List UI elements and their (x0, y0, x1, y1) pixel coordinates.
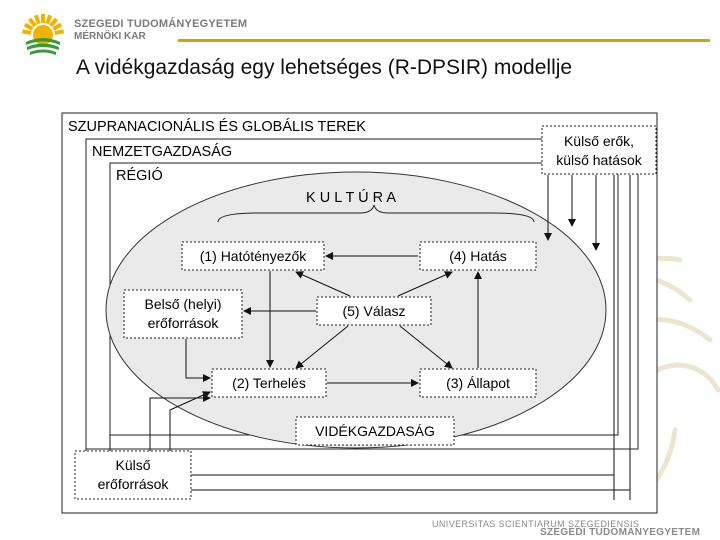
culture-brace (217, 204, 535, 223)
node-response-label: (5) Válasz (342, 303, 405, 319)
arrow-response-to-state (399, 325, 453, 369)
slide-header: SZEGEDI TUDOMÁNYEGYETEM MÉRNÖKI KAR (0, 0, 720, 56)
node-drivers-label: (1) Hatótényezők (200, 248, 308, 264)
external-resources-box (74, 450, 192, 500)
faculty-name: MÉRNÖKI KAR (74, 31, 146, 42)
label-national: NEMZETGAZDASÁG (92, 143, 232, 160)
node-pressure-box (211, 368, 327, 398)
external-forces-line-2: külső hatások (556, 152, 643, 168)
label-supranational: SZUPRANACIONÁLIS ÉS GLOBÁLIS TEREK (68, 118, 366, 135)
label-region: RÉGIÓ (116, 167, 163, 184)
arrow-response-to-impact (397, 271, 453, 297)
slide-title: A vidékgazdaság egy lehetséges (R-DPSIR)… (76, 56, 573, 79)
dpsir-arrows (185, 252, 482, 387)
node-drivers-box (181, 241, 325, 271)
node-impact-label: (4) Hatás (449, 248, 507, 264)
header-rule (178, 39, 710, 42)
rdpsir-diagram: SZUPRANACIONÁLIS ÉS GLOBÁLIS TEREK NEMZE… (61, 112, 658, 514)
internal-resources-line-2: erőforrások (148, 315, 220, 331)
external-resource-flows (85, 391, 630, 491)
external-forces-box (541, 125, 657, 175)
node-impact-box (419, 241, 537, 271)
node-response-box (316, 296, 432, 326)
arrow-response-to-drivers (295, 271, 351, 297)
external-forces-line-1: Külső erők, (564, 133, 634, 149)
footer-latin: UNIVERSITAS SCIENTIARUM SZEGEDIENSIS (432, 519, 640, 529)
external-resources-line-2: erőforrások (98, 476, 170, 492)
footer-university: SZEGEDI TUDOMÁNYEGYETEM (540, 527, 701, 538)
arrow-internal-resources-to-pressure (185, 339, 211, 382)
rural-economy-box (295, 416, 455, 446)
sun-gear-icon (22, 14, 64, 55)
label-culture: K U L T Ú R A (306, 189, 396, 206)
node-state-label: (3) Állapot (446, 375, 510, 391)
internal-resources-line-1: Belső (helyi) (144, 296, 221, 312)
arrow-response-to-pressure (295, 325, 349, 369)
node-pressure-label: (2) Terhelés (232, 375, 306, 391)
node-state-box (419, 368, 537, 398)
rural-economy-label: VIDÉKGAZDASÁG (315, 423, 435, 439)
external-force-arrows (544, 175, 631, 500)
university-name: SZEGEDI TUDOMÁNYEGYETEM (74, 18, 248, 30)
external-resources-line-1: Külső (115, 457, 150, 473)
internal-resources-box (123, 289, 243, 339)
